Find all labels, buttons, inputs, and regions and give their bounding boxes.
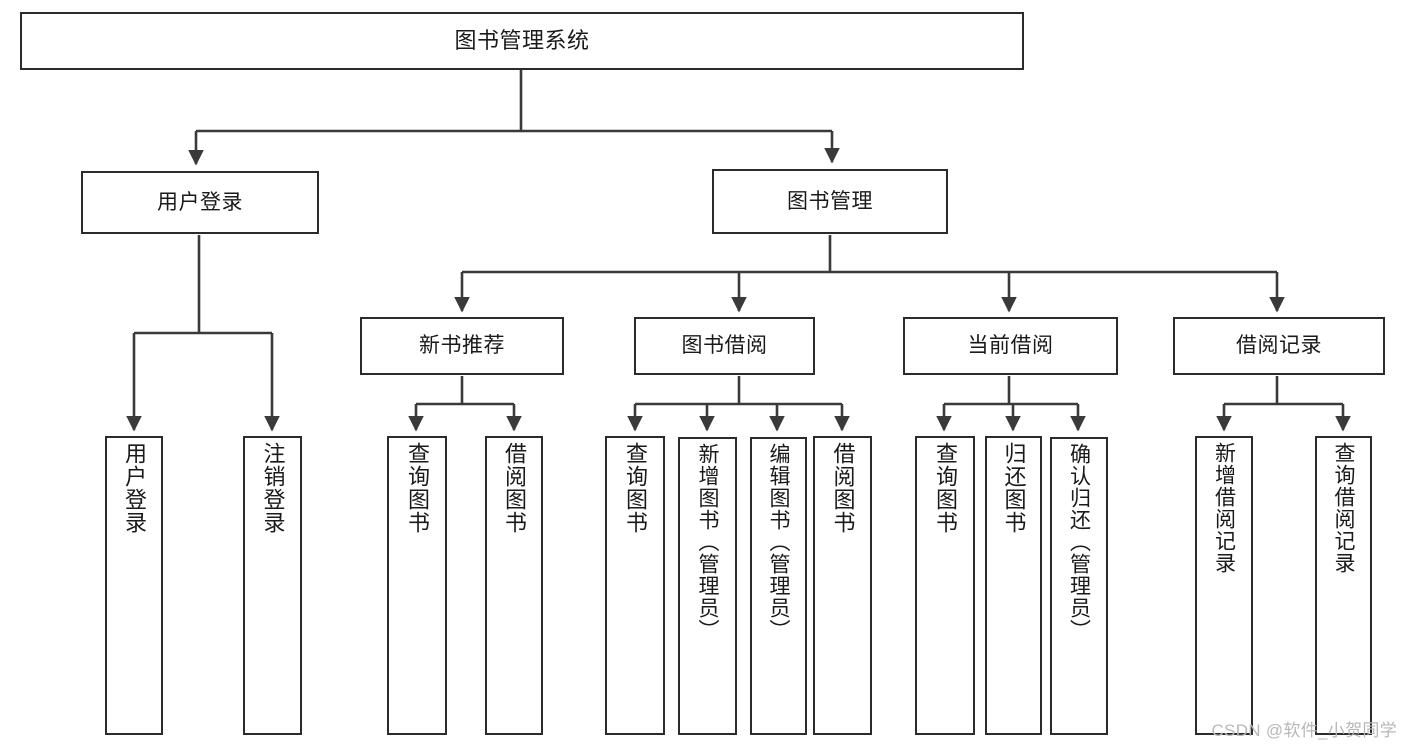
node-label: 图书管理 xyxy=(787,189,873,213)
node-borrow-record[interactable]: 借阅记录 xyxy=(1173,317,1385,375)
node-book-borrow[interactable]: 图书借阅 xyxy=(634,317,815,375)
node-book-management[interactable]: 图书管理 xyxy=(712,169,948,234)
node-leaf-user-login[interactable]: 用户登录 xyxy=(105,436,163,735)
node-book-management-system[interactable]: 图书管理系统 xyxy=(20,12,1024,70)
node-label: 新书推荐 xyxy=(419,334,505,358)
node-user-login[interactable]: 用户登录 xyxy=(81,171,319,234)
node-label: 图书借阅 xyxy=(681,334,768,358)
node-label: 图书管理系统 xyxy=(454,27,590,53)
node-leaf-query-record[interactable]: 查询借阅记录 xyxy=(1315,436,1372,735)
node-label: 查询图书 xyxy=(933,442,958,534)
node-new-book-recommend[interactable]: 新书推荐 xyxy=(360,317,564,375)
node-label: 注销登录 xyxy=(260,442,286,534)
node-label: 确认归还（管理员） xyxy=(1067,443,1091,641)
node-leaf-add-record[interactable]: 新增借阅记录 xyxy=(1195,436,1253,735)
node-label: 用户登录 xyxy=(122,442,147,534)
node-leaf-query-book-2[interactable]: 查询图书 xyxy=(605,436,665,735)
node-current-borrow[interactable]: 当前借阅 xyxy=(903,317,1118,375)
node-leaf-edit-book[interactable]: 编辑图书（管理员） xyxy=(750,437,807,735)
node-label: 查询借阅记录 xyxy=(1332,442,1355,574)
node-leaf-borrow-book-1[interactable]: 借阅图书 xyxy=(485,436,543,735)
node-label: 用户登录 xyxy=(157,190,243,214)
node-leaf-query-book-3[interactable]: 查询图书 xyxy=(915,436,975,735)
node-label: 借阅图书 xyxy=(502,442,527,534)
node-label: 新增借阅记录 xyxy=(1212,442,1236,574)
node-label: 借阅图书 xyxy=(830,442,856,534)
node-label: 归还图书 xyxy=(1001,442,1027,534)
node-leaf-query-book-1[interactable]: 查询图书 xyxy=(387,436,447,735)
node-leaf-return-book[interactable]: 归还图书 xyxy=(985,436,1042,735)
node-leaf-add-book[interactable]: 新增图书（管理员） xyxy=(678,437,737,735)
node-label: 查询图书 xyxy=(405,442,430,534)
node-leaf-logout[interactable]: 注销登录 xyxy=(243,436,302,735)
node-label: 编辑图书（管理员） xyxy=(767,443,790,641)
node-leaf-confirm-return[interactable]: 确认归还（管理员） xyxy=(1050,437,1108,735)
node-label: 当前借阅 xyxy=(967,334,1054,358)
node-label: 借阅记录 xyxy=(1236,334,1322,358)
node-leaf-borrow-book-2[interactable]: 借阅图书 xyxy=(813,436,872,735)
node-label: 新增图书（管理员） xyxy=(696,443,719,641)
node-label: 查询图书 xyxy=(623,442,648,534)
